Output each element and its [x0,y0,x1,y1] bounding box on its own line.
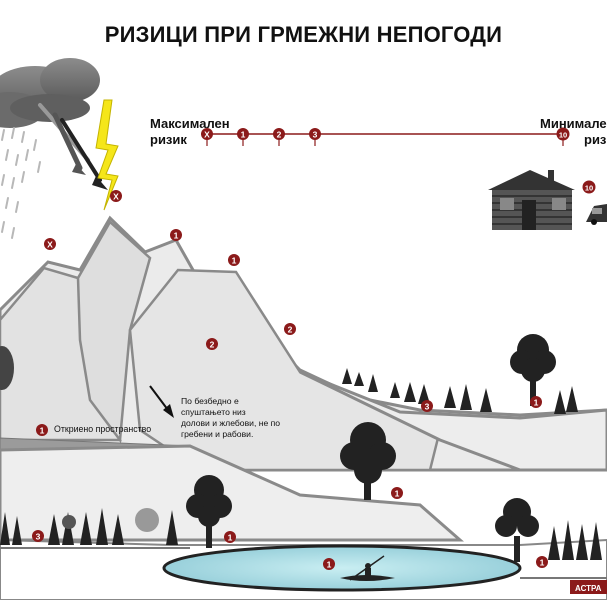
badge-strike-x: X [110,190,122,202]
min-risk-line1: Минимален [540,116,607,131]
storm-cloud [0,58,100,128]
scale-marker-1: 1 [237,128,249,146]
badge-1-shore-tree: 1 [536,556,548,568]
logo-text: АСТРА [575,584,602,593]
descent-arrow [149,385,174,418]
valley-note-line1: По безбедно е [181,396,239,406]
tree-lake-left [186,475,232,548]
badge-1-lake-tree: 1 [224,531,236,543]
rain [1,127,41,239]
open-space-label: Откриено пространство [54,424,152,434]
svg-text:2: 2 [277,130,282,140]
valley-note-line4: гребени и рабови. [181,429,254,439]
svg-text:2: 2 [210,340,215,350]
car [586,204,607,225]
badge-2-face: 2 [206,338,218,350]
badge-1-ridge: 1 [228,254,240,266]
svg-text:1: 1 [228,533,233,543]
svg-text:X: X [204,130,210,140]
svg-text:10: 10 [559,131,567,140]
mountain-ridge-right [128,268,442,472]
svg-text:3: 3 [36,532,41,542]
svg-text:1: 1 [540,558,545,568]
page-title: РИЗИЦИ ПРИ ГРМЕЖНИ НЕПОГОДИ [104,22,503,47]
mountain-ridge-mid [76,220,152,444]
trees-hillside [342,368,578,414]
badge-1-hill-tree: 1 [530,396,542,408]
tree-hillside-large [510,334,556,406]
svg-text:3: 3 [313,130,318,140]
badge-3-hillside: 3 [421,400,433,412]
tree-lake-right [495,498,539,562]
valley-slope [0,444,464,542]
logo-bar [570,580,607,594]
badge-1-lake: 1 [323,558,335,570]
wind-arrows [38,103,108,190]
scale-marker-x: X [201,128,213,146]
valley-note: По безбедно е спуштањето низ долови и жл… [181,396,280,440]
plateau-right [299,370,607,472]
badge-2-slope: 2 [284,323,296,335]
badge-1-valley-tree: 1 [391,487,403,499]
badge-1-open-space: 1 [36,424,48,436]
kayaker [340,555,395,581]
scale-marker-2: 2 [273,128,285,146]
svg-text:1: 1 [174,231,179,241]
trees-forest-left [0,508,178,545]
svg-text:1: 1 [40,426,45,436]
scale-marker-3: 3 [309,128,321,146]
svg-text:1: 1 [327,560,332,570]
svg-text:10: 10 [585,184,593,193]
cave [0,346,14,390]
badge-3-forest: 3 [32,530,44,542]
badge-10-shelter: 10 [582,180,596,194]
svg-text:X: X [47,240,53,250]
svg-text:1: 1 [534,398,539,408]
trees-forest-right [548,520,602,560]
svg-text:3: 3 [425,402,430,412]
svg-text:1: 1 [241,130,246,140]
svg-text:1: 1 [395,489,400,499]
svg-text:1: 1 [232,256,237,266]
tree-valley [340,422,396,500]
badge-peak-x: X [44,238,56,250]
min-risk-label: Минимален ризик [540,116,607,148]
svg-text:2: 2 [288,325,293,335]
badge-1-peak: 1 [170,229,182,241]
valley-note-line3: долови и жлебови, не по [181,418,281,428]
min-risk-line2: ризик [584,132,607,147]
svg-text:X: X [113,192,119,202]
max-risk-label: Максимален ризик [150,116,230,148]
valley-note-line2: спуштањето низ [181,407,246,417]
scale-marker-10: 10 [556,127,570,146]
max-risk-line1: Максимален [150,116,230,131]
max-risk-line2: ризик [150,132,187,147]
lake [162,544,522,592]
cabin [488,170,575,230]
